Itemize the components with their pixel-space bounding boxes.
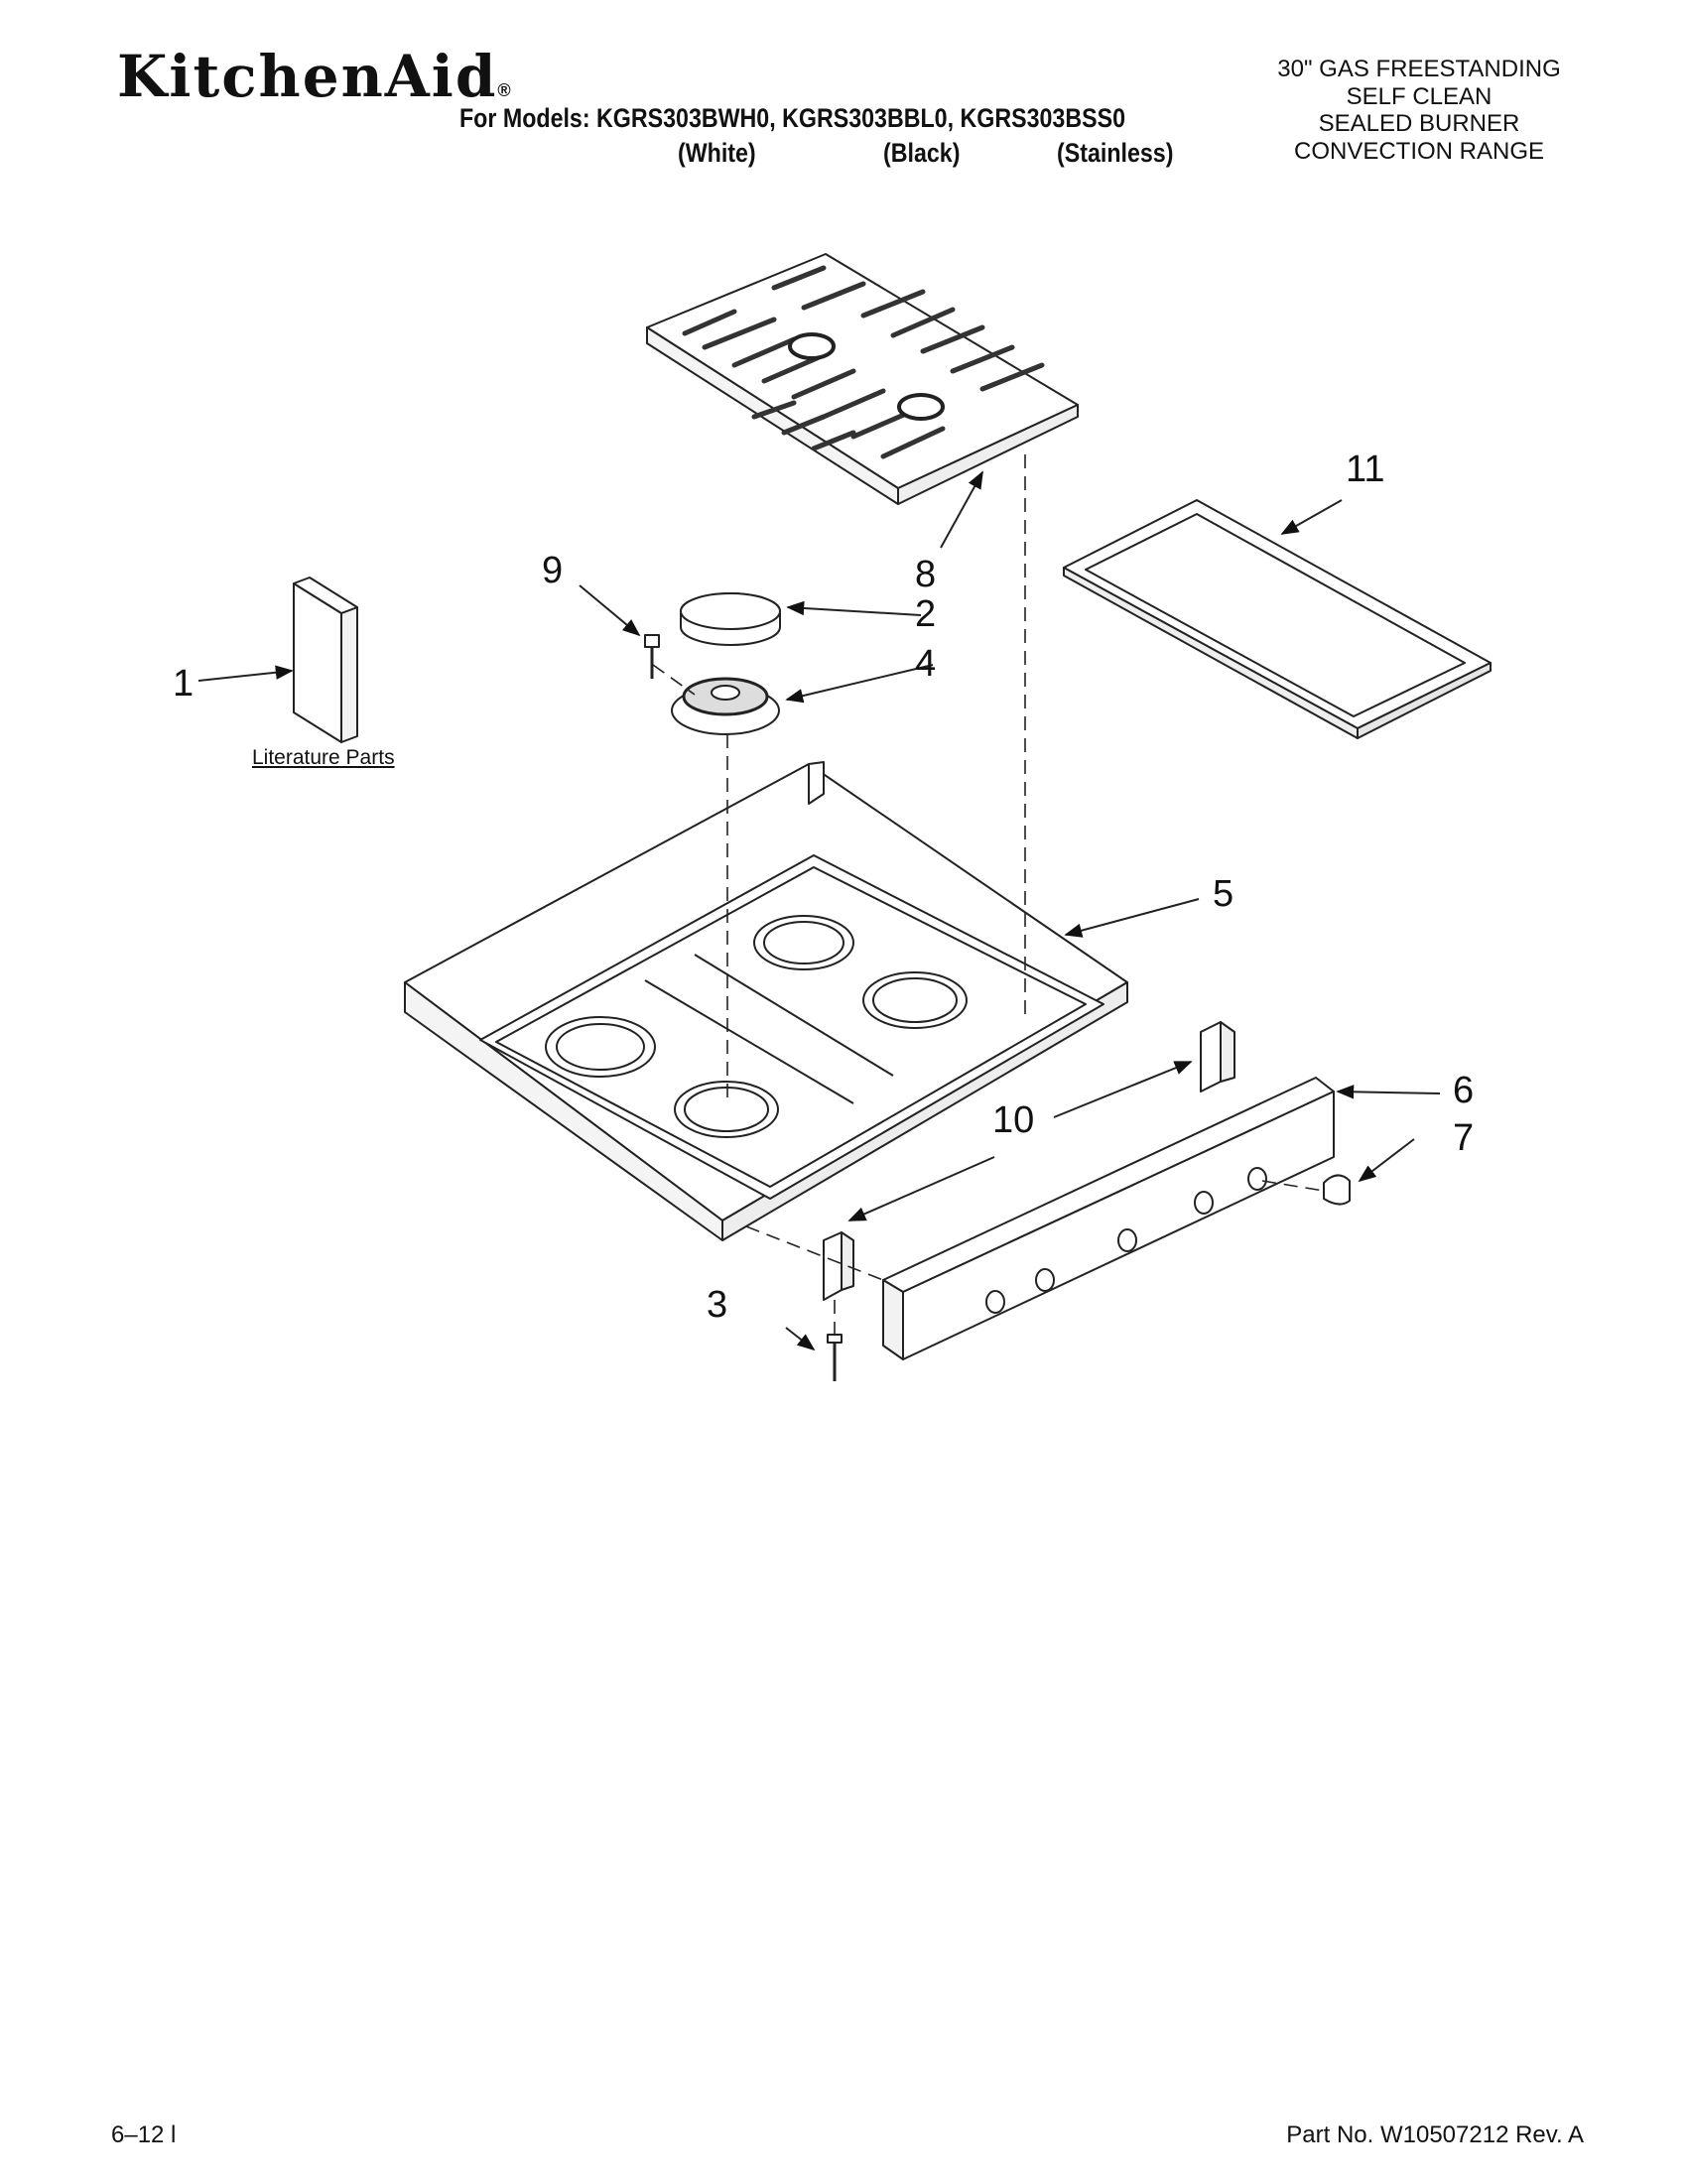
product-line-4: CONVECTION RANGE (1293, 137, 1545, 165)
variant-white: (White) (678, 138, 756, 168)
part-burner-cap (680, 592, 781, 646)
registered-mark: ® (497, 80, 513, 100)
callout-7: 7 (1453, 1117, 1475, 1159)
variant-black: (Black) (883, 138, 961, 168)
part-literature-booklet (293, 577, 358, 743)
product-description: 30" GAS FREESTANDING SELF CLEAN SEALED B… (1255, 56, 1583, 165)
brand-logo: KitchenAid® (117, 48, 513, 105)
product-line-1: 30" GAS FREESTANDING (1277, 56, 1561, 82)
part-cooktop (404, 761, 1128, 1241)
callout-11: 11 (1346, 449, 1385, 490)
product-line-2: SELF CLEAN (1346, 82, 1493, 110)
part-bracket-left (823, 1231, 854, 1301)
callout-10: 10 (992, 1099, 1035, 1141)
part-screw-9 (644, 634, 660, 679)
part-burner-base (671, 677, 780, 735)
callout-4: 4 (915, 643, 937, 685)
footer-part-number: Part No. W10507212 Rev. A (1286, 2121, 1584, 2148)
callout-6: 6 (1453, 1070, 1475, 1111)
callout-2: 2 (915, 593, 937, 635)
callout-8: 8 (915, 554, 937, 595)
part-grate (646, 253, 1079, 505)
literature-parts-label: Literature Parts (252, 746, 395, 769)
models-line: For Models: KGRS303BWH0, KGRS303BBL0, KG… (459, 103, 1125, 133)
callout-3: 3 (707, 1284, 728, 1326)
leader-lines (197, 470, 1441, 1351)
brand-name: KitchenAid (117, 43, 498, 110)
part-screw-3 (827, 1334, 843, 1381)
part-manifold-panel (882, 1077, 1335, 1360)
callout-1: 1 (173, 663, 195, 705)
variant-stainless: (Stainless) (1057, 138, 1174, 168)
assembly-guide-lines (652, 454, 1325, 1335)
product-line-3: SEALED BURNER (1318, 110, 1520, 137)
callout-5: 5 (1213, 873, 1234, 915)
footer-date-code: 6–12 l (111, 2121, 177, 2148)
part-knob (1323, 1174, 1351, 1206)
part-griddle (1063, 499, 1492, 739)
part-bracket-right (1200, 1021, 1235, 1092)
callout-9: 9 (542, 550, 564, 591)
